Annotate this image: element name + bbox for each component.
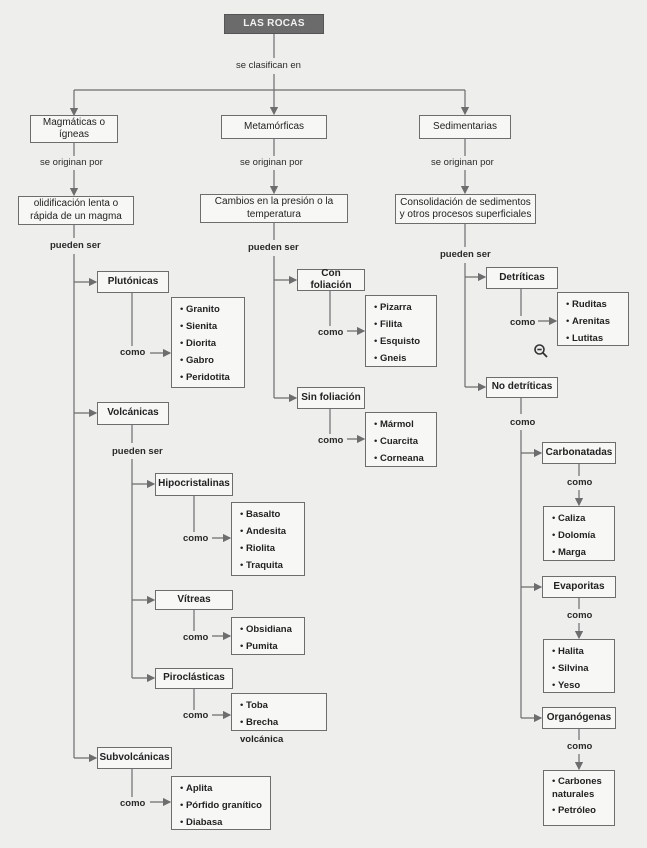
item-dolomia: Dolomía xyxy=(552,527,608,544)
label-como-piroclasticas: como xyxy=(183,710,209,721)
box-con-foliacion: Con foliación xyxy=(297,268,365,291)
label-como-organogenas: como xyxy=(567,741,593,752)
list-con-foliacion: Pizarra Filita Esquisto Gneis xyxy=(365,295,437,367)
category-magmaticas: Magmáticas o ígneas xyxy=(30,115,118,143)
list-piroclasticas: Toba Brecha volcánica xyxy=(231,693,327,745)
box-carbonatadas: Carbonatadas xyxy=(542,442,616,464)
label-como-subvolcanicas: como xyxy=(120,798,146,809)
box-volcanicas: Volcánicas xyxy=(97,402,169,425)
label-se-clasifican-en: se clasifican en xyxy=(236,60,301,71)
list-sin-foliacion: Mármol Cuarcita Corneana xyxy=(365,412,437,467)
list-detriticas: Ruditas Arenitas Lutitas xyxy=(557,292,629,346)
label-como-evaporitas: como xyxy=(567,610,593,621)
item-diorita: Diorita xyxy=(180,335,238,352)
label-como-hipocristalinas: como xyxy=(183,533,209,544)
label-pueden-ser-metamorficas: pueden ser xyxy=(248,242,299,253)
category-sedimentarias: Sedimentarias xyxy=(419,115,511,139)
item-silvina: Silvina xyxy=(552,660,608,677)
list-organogenas: Carbones naturales Petróleo xyxy=(543,770,615,826)
list-subvolcanicas: Aplita Pórfido granítico Diabasa xyxy=(171,776,271,830)
item-carbones-naturales: Carbones naturales xyxy=(552,775,608,801)
label-como-detriticas: como xyxy=(510,317,536,328)
box-no-detriticas: No detríticas xyxy=(486,377,558,398)
item-arenitas: Arenitas xyxy=(566,313,622,330)
item-marmol: Mármol xyxy=(374,416,430,433)
item-filita: Filita xyxy=(374,316,430,333)
item-riolita: Riolita xyxy=(240,540,298,557)
origin-metamorficas: Cambios en la presión o la temperatura xyxy=(200,194,348,223)
item-lutitas: Lutitas xyxy=(566,330,622,347)
label-pueden-ser-magmaticas: pueden ser xyxy=(50,240,101,251)
label-como-vitreas: como xyxy=(183,632,209,643)
box-organogenas: Organógenas xyxy=(542,707,616,729)
label-como-no-detriticas: como xyxy=(510,417,536,428)
item-peridotita: Peridotita xyxy=(180,369,238,386)
item-andesita: Andesita xyxy=(240,523,298,540)
item-pizarra: Pizarra xyxy=(374,299,430,316)
list-carbonatadas: Caliza Dolomía Marga xyxy=(543,506,615,561)
label-como-con-foliacion: como xyxy=(318,327,344,338)
origin-magmaticas: olidificación lenta o rápida de un magma xyxy=(18,196,134,225)
item-ruditas: Ruditas xyxy=(566,296,622,313)
item-obsidiana: Obsidiana xyxy=(240,621,298,638)
item-caliza: Caliza xyxy=(552,510,608,527)
label-se-originan-por-magmaticas: se originan por xyxy=(40,157,103,168)
label-pueden-ser-volcanicas: pueden ser xyxy=(112,446,163,457)
item-pumita: Pumita xyxy=(240,638,298,655)
category-metamorficas: Metamórficas xyxy=(221,115,327,139)
item-aplita: Aplita xyxy=(180,780,264,797)
box-sin-foliacion: Sin foliación xyxy=(297,387,365,409)
item-granito: Granito xyxy=(180,301,238,318)
label-como-sin-foliacion: como xyxy=(318,435,344,446)
item-gneis: Gneis xyxy=(374,350,430,367)
label-pueden-ser-sedimentarias: pueden ser xyxy=(440,249,491,260)
box-hipocristalinas: Hipocristalinas xyxy=(155,473,233,496)
item-diabasa: Diabasa xyxy=(180,814,264,831)
item-petroleo: Petróleo xyxy=(552,804,608,817)
box-vitreas: Vítreas xyxy=(155,590,233,610)
title-box: LAS ROCAS xyxy=(224,14,324,34)
zoom-out-icon[interactable] xyxy=(533,343,549,359)
list-hipocristalinas: Basalto Andesita Riolita Traquita xyxy=(231,502,305,576)
box-subvolcanicas: Subvolcánicas xyxy=(97,747,172,769)
box-plutonicas: Plutónicas xyxy=(97,271,169,293)
item-corneana: Corneana xyxy=(374,450,430,467)
item-sienita: Sienita xyxy=(180,318,238,335)
box-detriticas: Detríticas xyxy=(486,267,558,289)
box-piroclasticas: Piroclásticas xyxy=(155,668,233,689)
item-esquisto: Esquisto xyxy=(374,333,430,350)
list-plutonicas: Granito Sienita Diorita Gabro Peridotita xyxy=(171,297,245,388)
label-como-carbonatadas: como xyxy=(567,477,593,488)
list-vitreas: Obsidiana Pumita xyxy=(231,617,305,655)
item-traquita: Traquita xyxy=(240,557,298,574)
label-como-plutonicas: como xyxy=(120,347,146,358)
item-basalto: Basalto xyxy=(240,506,298,523)
box-evaporitas: Evaporitas xyxy=(542,576,616,598)
item-porfido-granitico: Pórfido granítico xyxy=(180,797,264,814)
item-yeso: Yeso xyxy=(552,677,608,694)
item-halita: Halita xyxy=(552,643,608,660)
item-marga: Marga xyxy=(552,544,608,561)
item-toba: Toba xyxy=(240,697,320,714)
label-se-originan-por-sedimentarias: se originan por xyxy=(431,157,494,168)
label-se-originan-por-metamorficas: se originan por xyxy=(240,157,303,168)
item-brecha-volcanica: Brecha volcánica xyxy=(240,714,320,748)
list-evaporitas: Halita Silvina Yeso xyxy=(543,639,615,693)
item-cuarcita: Cuarcita xyxy=(374,433,430,450)
origin-sedimentarias: Consolidación de sedimentos y otros proc… xyxy=(395,194,536,224)
item-gabro: Gabro xyxy=(180,352,238,369)
